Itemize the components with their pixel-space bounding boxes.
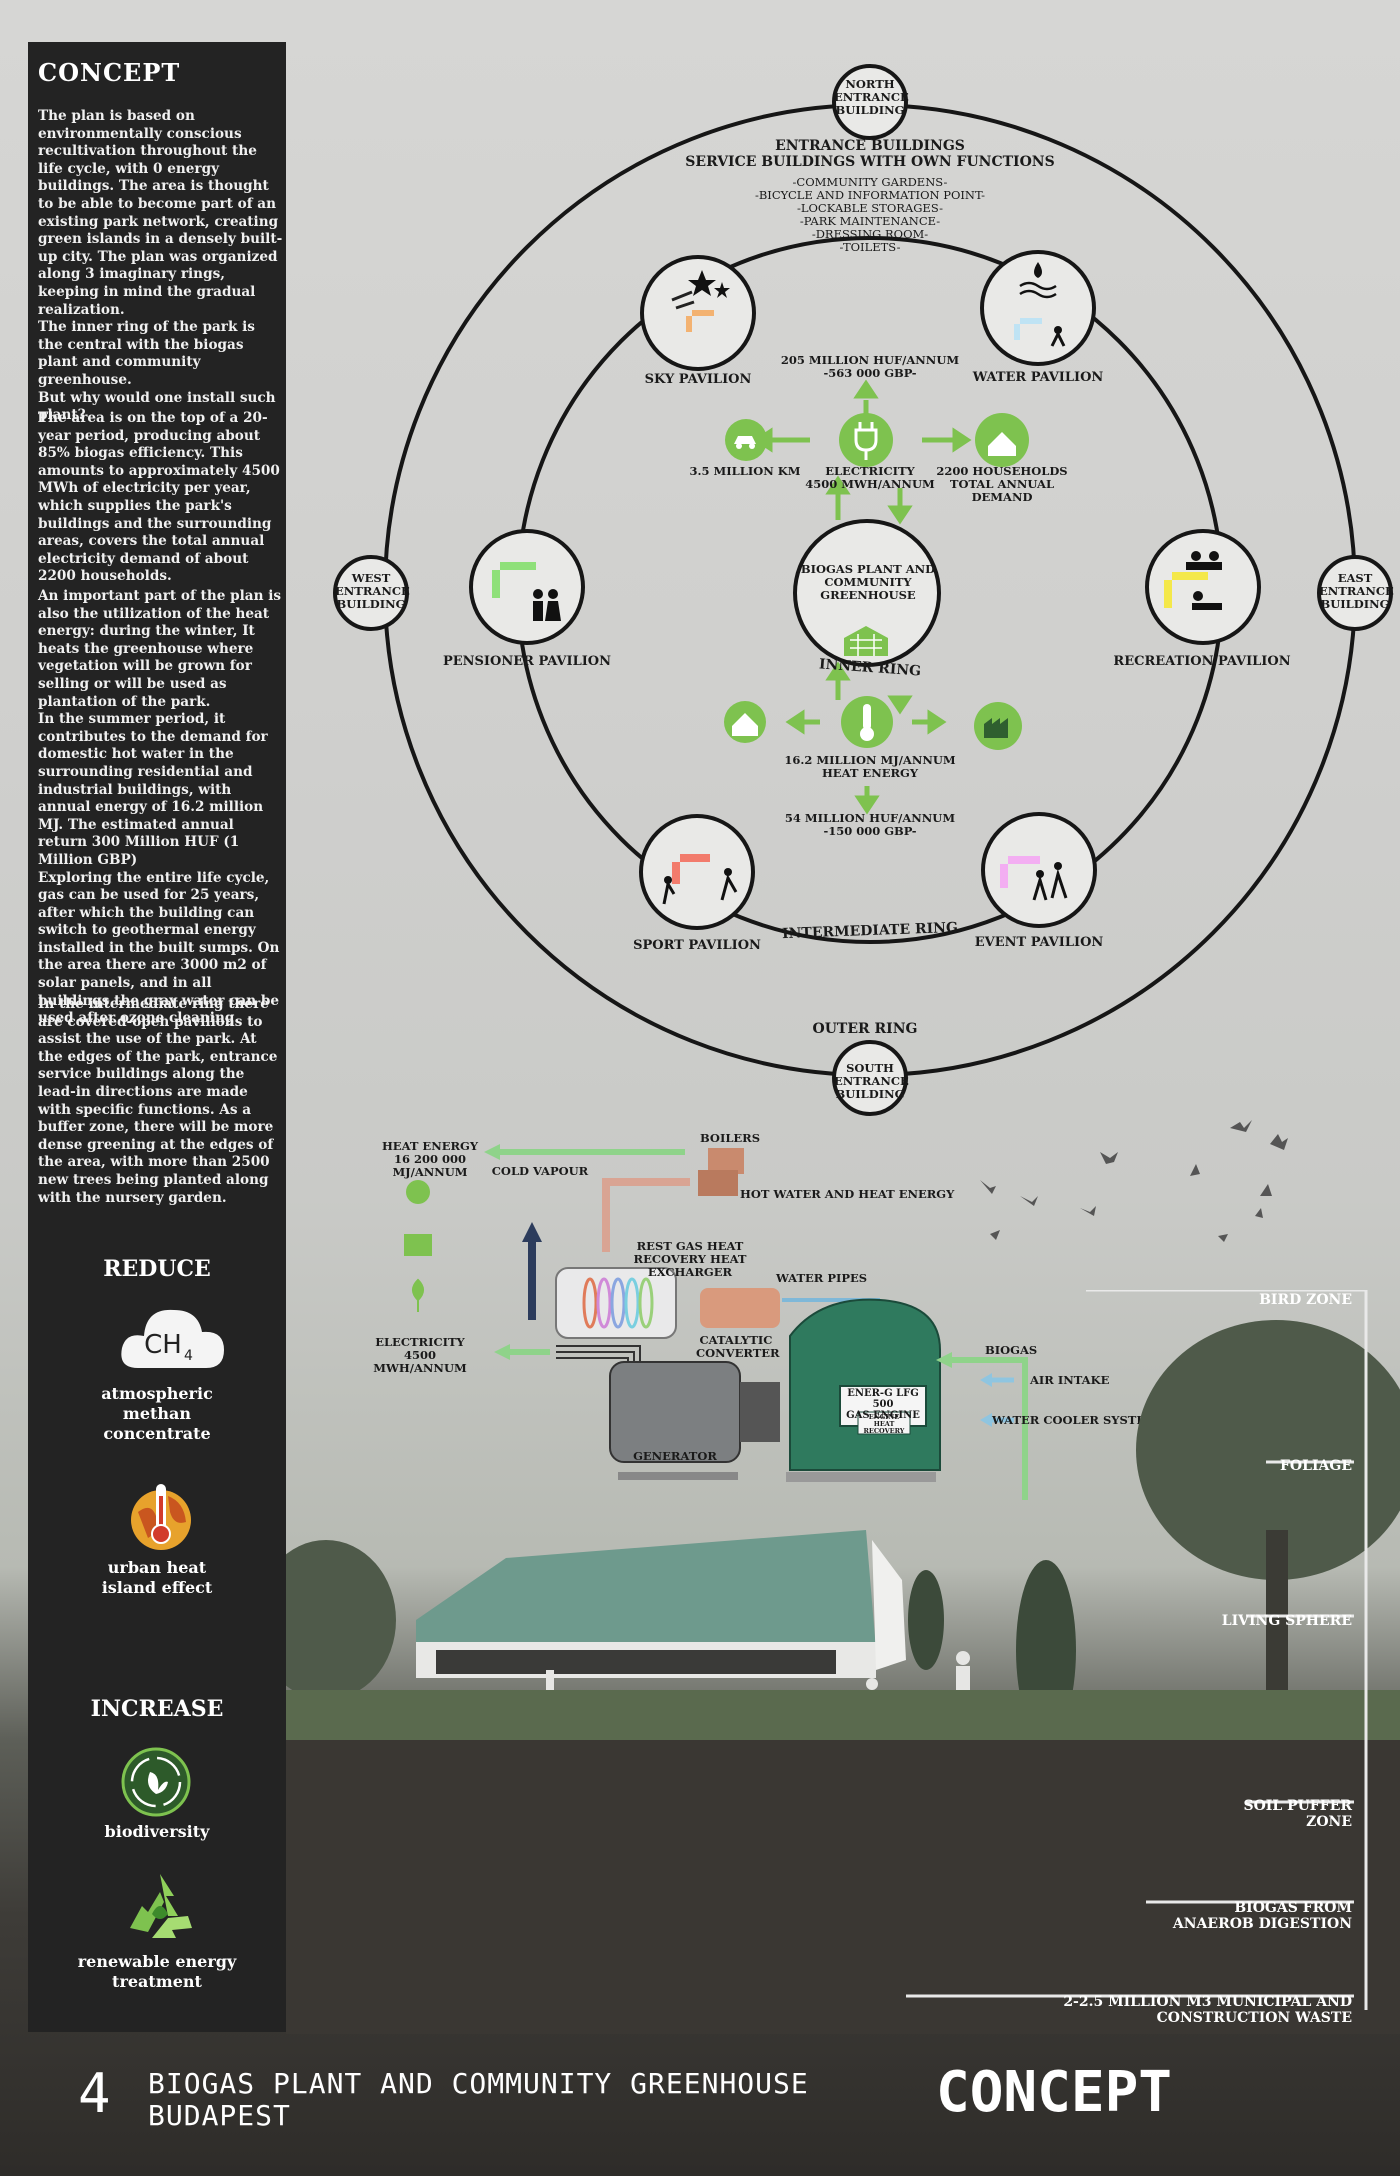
heat-energy-label: 16.2 MILLION MJ/ANNUM HEAT ENERGY	[784, 753, 956, 780]
rest-gas-label: REST GAS HEAT RECOVERY HEAT EXCHARGER	[633, 1239, 747, 1279]
sport-pavilion-label: SPORT PAVILION	[633, 938, 761, 953]
water-pavilion-label: WATER PAVILION	[972, 370, 1104, 385]
recycle-icon	[122, 1868, 198, 1944]
boiler-unit	[708, 1148, 744, 1174]
electricity-label: ELECTRICITY 4500 MWH/ANNUM	[805, 464, 935, 491]
outer-ring-label: OUTER RING	[812, 1021, 918, 1037]
biogas-label: BIOGAS	[985, 1343, 1038, 1357]
catalytic-converter	[700, 1288, 780, 1328]
electricity-plug-icon	[839, 413, 893, 467]
center-circle	[793, 519, 941, 667]
pensioner-pavilion-label: PENSIONER PAVILION	[442, 654, 612, 669]
increase-heading: INCREASE	[90, 1696, 224, 1722]
engine-label: ENER-G LFG 500 GAS ENGINE	[846, 1388, 920, 1421]
ring-diagram	[333, 64, 1393, 1116]
electricity-return-label: 205 MILLION HUF/ANNUM -563 000 GBP-	[780, 353, 960, 380]
west-entrance-node	[333, 555, 409, 631]
increase-item-biodiversity-label: biodiversity	[104, 1822, 210, 1841]
heat-energy-output-label: HEAT ENERGY 16 200 000 MJ/ANNUM	[381, 1139, 479, 1179]
engine-sub-label: ENGINE HEAT RECOVERY	[863, 1413, 905, 1435]
east-entrance-label: EAST ENTRANCE BUILDING	[1319, 571, 1394, 611]
cold-vapour-label: COLD VAPOUR	[491, 1164, 589, 1178]
north-entrance-label: NORTH ENTRANCE BUILDING	[834, 77, 909, 117]
zone-bird: BIRD ZONE	[1259, 1292, 1352, 1308]
boilers-label: BOILERS	[700, 1131, 761, 1145]
footer-bar: 4 BIOGAS PLANT AND COMMUNITY GREENHOUSE …	[28, 2034, 1372, 2164]
page-number: 4	[78, 2062, 111, 2125]
zone-living-sphere: LIVING SPHERE	[1221, 1613, 1352, 1629]
plant-small-icon	[412, 1278, 424, 1312]
sky-pavilion-label: SKY PAVILION	[644, 372, 752, 387]
south-entrance-node	[832, 1040, 908, 1116]
water-pavilion-node	[980, 250, 1096, 366]
entrance-heading: ENTRANCE BUILDINGS SERVICE BUILDINGS WIT…	[685, 138, 1055, 170]
pensioner-pavilion-node	[469, 529, 585, 645]
km-label: 3.5 MILLION KM	[689, 464, 801, 478]
water-pipes-label: WATER PIPES	[776, 1271, 868, 1285]
zone-soil-puffer: SOIL PUFFER ZONE	[1243, 1798, 1353, 1830]
reduce-item-methane-label: atmospheric methan concentrate	[101, 1384, 213, 1443]
sidebar-paragraph-1: The plan is based on environmentally con…	[38, 108, 283, 424]
home-small-icon	[406, 1180, 430, 1204]
heat-return-label: 54 MILLION HUF/ANNUM -150 000 GBP-	[784, 811, 956, 838]
boiler-unit	[698, 1170, 738, 1196]
greenhouse-building	[416, 1530, 906, 1678]
north-entrance-node	[832, 64, 908, 140]
concept-sidebar: CONCEPT The plan is based on environment…	[28, 42, 286, 2032]
engine-diagram	[404, 1120, 1288, 1500]
greenhouse-small-icon	[404, 1234, 432, 1256]
recreation-pavilion-label: RECREATION PAVILION	[1113, 654, 1291, 669]
zone-municipal-waste: 2-2.5 MILLION M3 MUNICIPAL AND CONSTRUCT…	[1063, 1994, 1352, 2026]
ch4-subscript: 4	[184, 1348, 193, 1364]
zone-foliage: FOLIAGE	[1279, 1458, 1352, 1474]
sidebar-paragraph-3: An important part of the plan is also th…	[38, 588, 282, 1027]
event-pavilion-node	[981, 812, 1097, 928]
sidebar-paragraph-4: In the intermediate ring there are cover…	[38, 996, 278, 1206]
greenhouse-icon	[844, 626, 888, 656]
landscape-scene	[286, 1290, 1400, 2034]
east-entrance-node	[1317, 555, 1393, 631]
energy-arrows	[753, 379, 972, 815]
section-title: CONCEPT	[936, 2060, 1173, 2125]
south-entrance-label: SOUTH ENTRANCE BUILDING	[834, 1061, 909, 1101]
households-label: 2200 HOUSEHOLDS TOTAL ANNUAL DEMAND	[936, 464, 1068, 504]
center-label: BIOGAS PLANT AND COMMUNITY GREENHOUSE	[800, 562, 936, 602]
sport-pavilion-node	[639, 814, 755, 930]
sidebar-title: CONCEPT	[38, 58, 181, 87]
increase-item-renewable-label: renewable energy treatment	[77, 1952, 237, 1991]
reduce-item-heat-label: urban heat island effect	[101, 1558, 213, 1597]
ch4-formula: CH	[144, 1330, 182, 1360]
biodiversity-icon	[120, 1746, 192, 1818]
reduce-heading: REDUCE	[103, 1256, 211, 1282]
cloud-ch4-icon: CH 4	[118, 1298, 228, 1378]
water-cooler-label: WATER COOLER SYSTEM	[992, 1413, 1158, 1427]
recreation-pavilion-node	[1145, 529, 1261, 645]
generator-label: GENERATOR	[633, 1449, 717, 1463]
sky-pavilion-node	[640, 255, 756, 371]
entrance-functions: -COMMUNITY GARDENS- -BICYCLE AND INFORMA…	[754, 175, 986, 254]
west-entrance-label: WEST ENTRANCE BUILDING	[335, 571, 410, 611]
project-title: BIOGAS PLANT AND COMMUNITY GREENHOUSE BU…	[148, 2067, 809, 2132]
event-pavilion-label: EVENT PAVILION	[974, 935, 1104, 950]
zone-biogas-digestion: BIOGAS FROM ANAEROB DIGESTION	[1172, 1900, 1352, 1932]
sidebar-paragraph-2: The area is on the top of a 20-year peri…	[38, 410, 280, 585]
air-intake-label: AIR INTAKE	[1030, 1373, 1110, 1387]
birds-decoration	[980, 1120, 1288, 1242]
electricity-output-label: ELECTRICITY 4500 MWH/ANNUM	[373, 1335, 467, 1375]
hot-water-label: HOT WATER AND HEAT ENERGY	[740, 1187, 955, 1201]
catalytic-label: CATALYTIC CONVERTER	[696, 1333, 780, 1360]
thermometer-globe-icon	[126, 1482, 196, 1552]
